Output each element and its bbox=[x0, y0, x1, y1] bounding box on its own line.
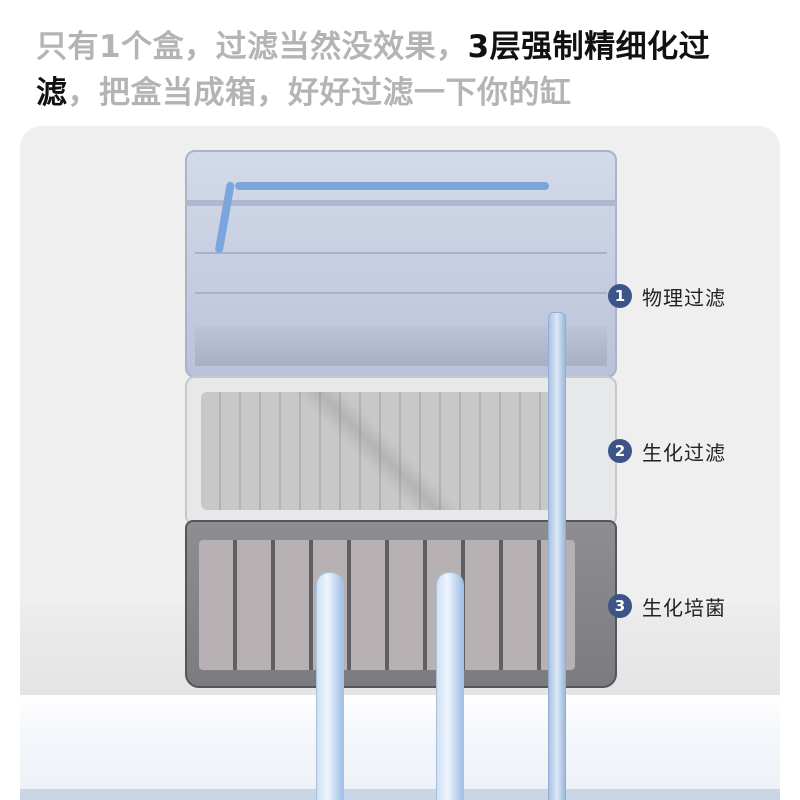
layer-label-3: 3 生化培菌 bbox=[608, 592, 726, 620]
layer-label-text: 生化培菌 bbox=[642, 595, 726, 620]
headline-emphasis-1: 3层强制精细化过 bbox=[467, 29, 711, 65]
bio-media-blocks bbox=[199, 540, 575, 670]
headline-gray-2: ，把盒当成箱，好好过滤一下你的缸 bbox=[67, 75, 572, 111]
box-lid-edge bbox=[185, 200, 617, 206]
numbered-circle-3-icon: 3 bbox=[608, 594, 632, 618]
filter-layer-1-box bbox=[185, 150, 617, 378]
numbered-circle-1-icon: 1 bbox=[608, 284, 632, 308]
inlet-tube bbox=[548, 312, 566, 800]
layer-label-2: 2 生化过滤 bbox=[608, 437, 726, 465]
bio-media-cubes bbox=[201, 392, 555, 510]
outlet-pipe-right bbox=[436, 572, 464, 800]
aquarium-rim bbox=[20, 695, 780, 790]
layer-label-1: 1 物理过滤 bbox=[608, 282, 726, 310]
headline-emphasis-2: 滤 bbox=[36, 75, 68, 111]
outlet-pipe-left bbox=[316, 572, 344, 800]
box-rib bbox=[195, 252, 607, 254]
headline-gray-1: 只有1个盒，过滤当然没效果， bbox=[36, 29, 468, 65]
layer-label-text: 物理过滤 bbox=[642, 285, 726, 310]
product-image-panel bbox=[20, 126, 780, 800]
spray-bar bbox=[235, 182, 549, 190]
headline: 只有1个盒，过滤当然没效果，3层强制精细化过 滤，把盒当成箱，好好过滤一下你的缸 bbox=[36, 24, 776, 116]
filter-layer-3-box bbox=[185, 520, 617, 688]
aquarium-water bbox=[20, 789, 780, 800]
spray-bar-elbow bbox=[214, 181, 235, 254]
box-rib bbox=[195, 292, 607, 294]
layer-label-text: 生化过滤 bbox=[642, 440, 726, 465]
numbered-circle-2-icon: 2 bbox=[608, 439, 632, 463]
box-water bbox=[195, 326, 607, 366]
